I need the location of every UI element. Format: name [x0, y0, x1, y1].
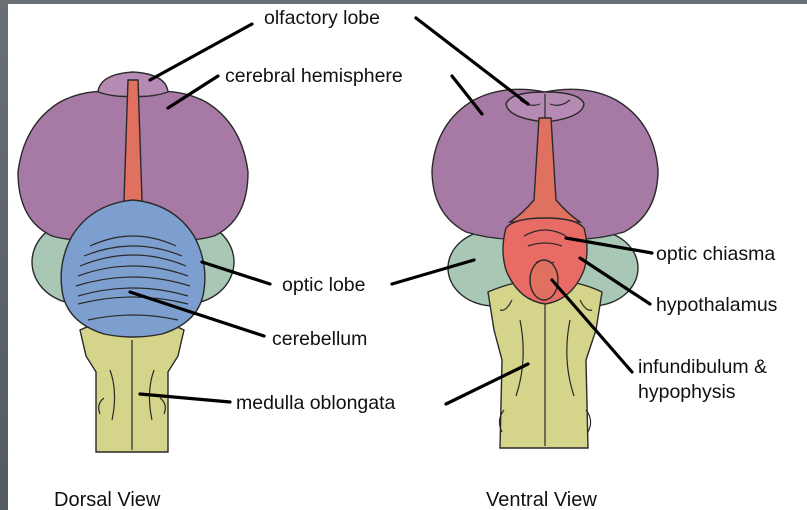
- captions: Dorsal View Ventral View: [54, 489, 597, 510]
- label-cerebellum: cerebellum: [272, 328, 367, 350]
- label-optic-lobe: optic lobe: [282, 274, 365, 296]
- diagram-panel: olfactory lobe cerebral hemisphere optic…: [8, 4, 807, 510]
- caption-ventral-view: Ventral View: [486, 489, 597, 510]
- label-hypothalamus: hypothalamus: [656, 294, 778, 316]
- label-olfactory-lobe: olfactory lobe: [264, 7, 380, 29]
- brain-diagram: olfactory lobe cerebral hemisphere optic…: [8, 4, 807, 510]
- label-infundibulum: infundibulum &: [638, 356, 767, 378]
- label-cerebral-hemisphere: cerebral hemisphere: [225, 65, 403, 87]
- label-medulla-oblongata: medulla oblongata: [236, 392, 396, 414]
- label-hypophysis: hypophysis: [638, 381, 736, 403]
- dorsal-view: [18, 72, 248, 452]
- label-optic-chiasma: optic chiasma: [656, 243, 775, 265]
- caption-dorsal-view: Dorsal View: [54, 489, 161, 510]
